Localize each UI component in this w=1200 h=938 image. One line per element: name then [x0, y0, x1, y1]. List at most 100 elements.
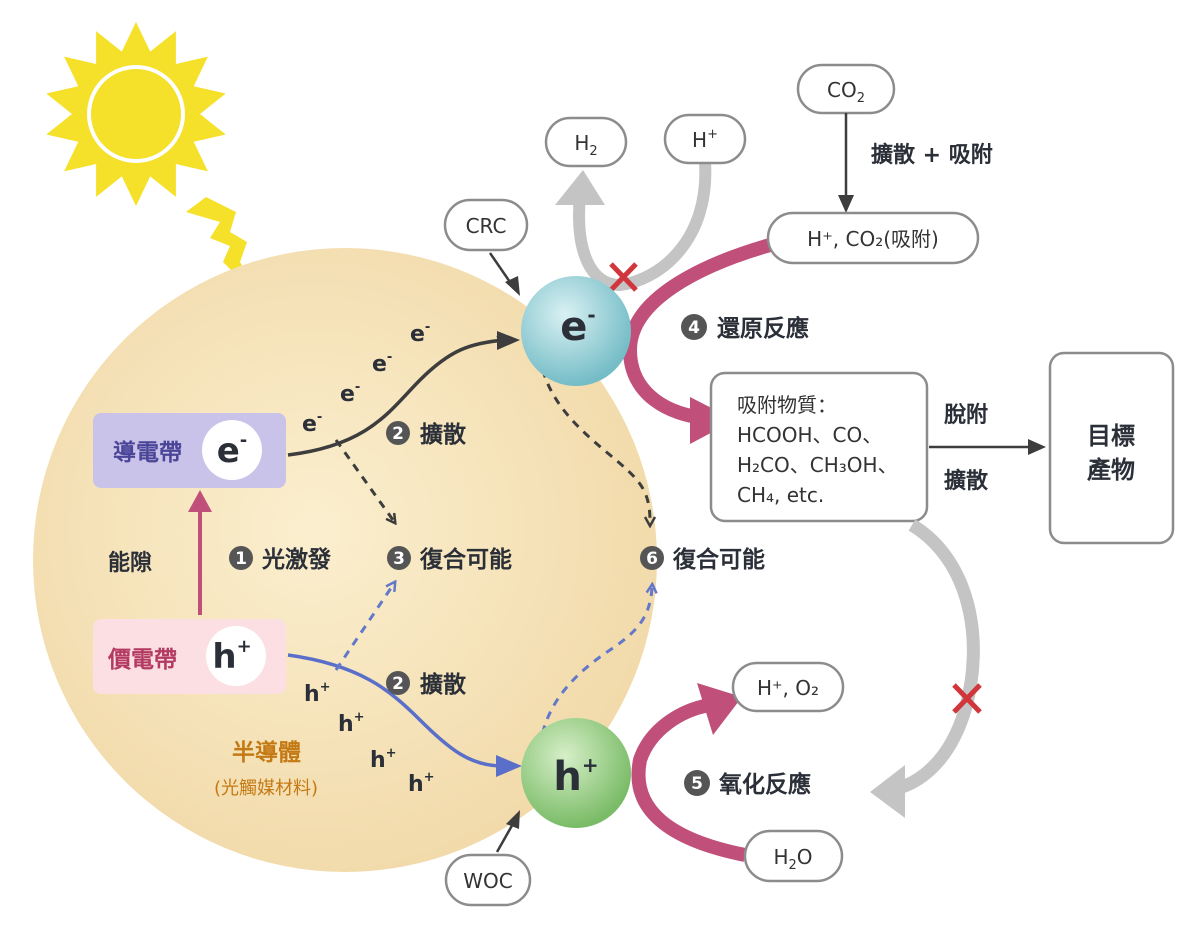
- sun-icon: [46, 22, 226, 206]
- step-5: 5 氧化反應: [684, 770, 811, 798]
- recombination-path-surface-electron: [538, 354, 650, 522]
- svg-text:h+: h+: [304, 680, 331, 707]
- svg-text:2: 2: [392, 424, 404, 444]
- adsorbates-line1: HCOOH、CO、: [737, 423, 882, 447]
- excitation-arrowhead: [188, 490, 212, 512]
- svg-text:e-: e-: [340, 380, 360, 407]
- h2-evolution-arrow: [573, 161, 712, 292]
- h2-evolution-arrowhead: [555, 170, 605, 205]
- h2o-sub: 2: [789, 858, 797, 873]
- h2o-tail: O: [797, 845, 813, 869]
- hole-cocatalyst-ball: [521, 718, 631, 828]
- svg-text:3: 3: [393, 549, 405, 569]
- reduction-arrow: [622, 238, 772, 425]
- svg-text:e-: e-: [372, 350, 392, 377]
- svg-text:e-: e-: [217, 430, 248, 471]
- woc-pill: [444, 853, 532, 907]
- hplus-o2-label: H⁺, O₂: [757, 676, 819, 700]
- svg-text:CO2: CO2: [827, 78, 865, 106]
- hplus-sup: +: [707, 127, 718, 142]
- h2o-base: H: [773, 845, 788, 869]
- target-line2: 產物: [1087, 456, 1135, 484]
- svg-text:H2: H2: [574, 131, 597, 159]
- conduction-carrier: e: [217, 431, 240, 471]
- step-1: 1 光激發: [229, 546, 331, 573]
- co2-sub: 2: [857, 91, 865, 106]
- hplus-o2-pill: [731, 661, 845, 713]
- semiconductor-title: 半導體: [232, 739, 301, 766]
- svg-text:2: 2: [392, 674, 404, 694]
- svg-text:擴散: 擴散: [420, 671, 466, 698]
- svg-text:復合可能: 復合可能: [419, 546, 512, 573]
- diffuse-adsorb-label: 擴散 + 吸附: [871, 142, 993, 168]
- oxidation-arrowhead: [697, 683, 742, 735]
- svg-text:h+: h+: [408, 770, 435, 797]
- woc-arrow: [495, 821, 516, 853]
- valence-carrier: h: [212, 637, 236, 677]
- semiconductor-sphere: [33, 248, 657, 872]
- h2o-pill: [743, 829, 844, 883]
- diffuse-label: 擴散: [944, 468, 989, 494]
- electron-labels: e- e- e- e-: [302, 320, 430, 437]
- svg-text:h+: h+: [338, 710, 365, 737]
- step-4: 4 還原反應: [681, 314, 809, 342]
- svg-text:1: 1: [235, 549, 247, 569]
- back-reaction-arrow: [888, 519, 980, 797]
- svg-text:5: 5: [691, 774, 703, 794]
- step-6: 6 復合可能: [640, 546, 765, 573]
- semiconductor-subtitle: (光觸媒材料): [214, 778, 318, 799]
- valence-carrier-sup: +: [237, 636, 252, 657]
- svg-text:h+: h+: [553, 753, 598, 800]
- svg-text:H+: H+: [692, 127, 718, 152]
- woc-label: WOC: [463, 869, 512, 893]
- target-product-box: [1048, 351, 1175, 545]
- valence-band: 價電帶 h+: [93, 619, 286, 694]
- electron-cocatalyst-ball: [521, 276, 631, 386]
- svg-text:6: 6: [646, 549, 658, 569]
- svg-text:復合可能: 復合可能: [672, 546, 765, 573]
- conduction-band-label: 導電帶: [113, 439, 182, 466]
- step-2-hole: 2 擴散: [386, 671, 466, 698]
- oxidation-arrow: [631, 698, 747, 862]
- recombination-path-electron: [334, 439, 393, 520]
- svg-text:e-: e-: [410, 320, 430, 347]
- h2-base: H: [574, 131, 589, 155]
- step-2-electron: 2 擴散: [386, 421, 466, 448]
- desorb-label: 脫附: [944, 402, 988, 428]
- target-line1: 目標: [1087, 422, 1135, 450]
- band-gap-label: 能隙: [108, 550, 152, 576]
- adsorbates-title: 吸附物質：: [737, 393, 837, 417]
- h2-pill: [544, 116, 628, 168]
- svg-text:還原反應: 還原反應: [717, 315, 809, 342]
- svg-text:h+: h+: [212, 636, 251, 677]
- svg-text:e-: e-: [302, 410, 322, 437]
- valence-band-label: 價電帶: [107, 647, 177, 673]
- blocked-x-icon-right: [952, 683, 982, 714]
- electron-diffusion-path: [287, 335, 507, 457]
- co2-base: CO: [827, 78, 857, 102]
- step-3: 3 復合可能: [387, 546, 512, 573]
- svg-text:4: 4: [688, 318, 700, 338]
- crc-label: CRC: [466, 214, 507, 238]
- conduction-carrier-sup: -: [240, 430, 247, 451]
- svg-text:h+: h+: [370, 746, 397, 773]
- adsorbates-box: [709, 371, 929, 523]
- conduction-band: 導電帶 e-: [93, 413, 286, 488]
- adsorbed-species-label: H⁺, CO₂(吸附): [807, 227, 939, 251]
- crc-arrow: [488, 252, 514, 286]
- svg-text:光激發: 光激發: [261, 546, 331, 573]
- svg-text:擴散: 擴散: [420, 421, 466, 448]
- svg-text:H2O: H2O: [773, 845, 812, 873]
- back-reaction-arrowhead: [870, 765, 905, 818]
- adsorbed-species-pill: [766, 211, 980, 265]
- recombination-path-surface-hole: [538, 588, 652, 749]
- crc-pill: [443, 198, 529, 252]
- svg-text:e-: e-: [560, 303, 595, 350]
- recombination-path-hole: [334, 585, 393, 671]
- blocked-x-icon-top: [609, 262, 638, 292]
- adsorbates-line3: CH₄, etc.: [737, 483, 824, 507]
- hplus-base: H: [692, 128, 707, 152]
- svg-text:氧化反應: 氧化反應: [718, 771, 811, 798]
- hplus-pill: [663, 113, 747, 165]
